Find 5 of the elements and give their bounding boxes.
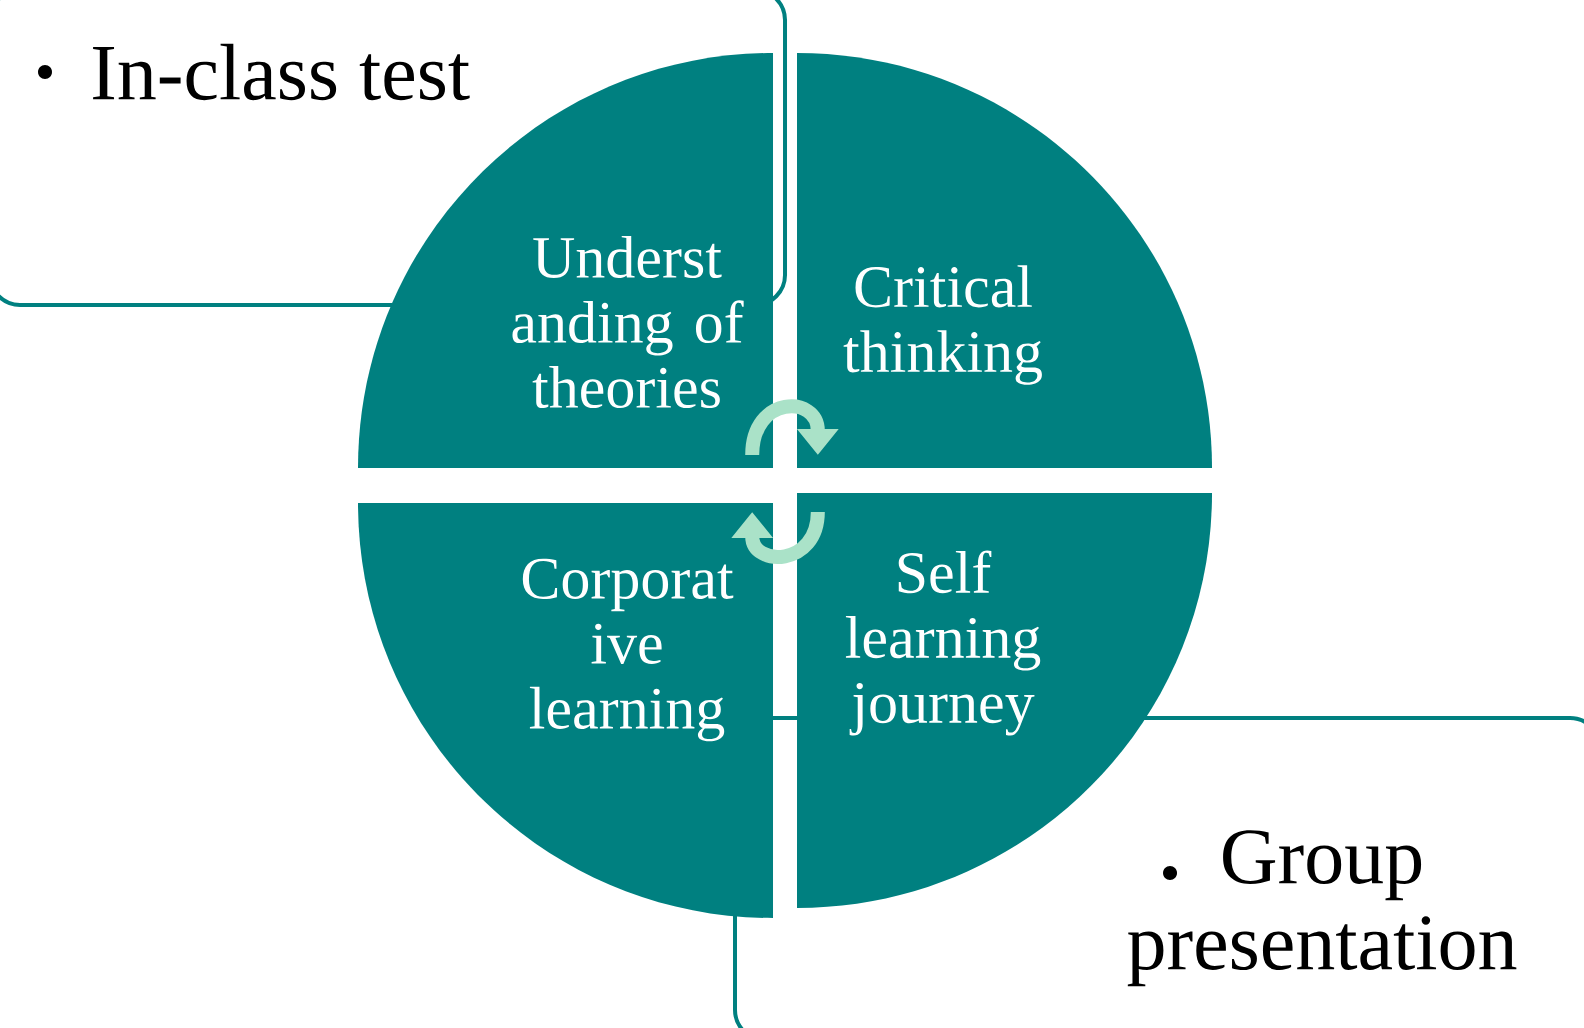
quadrant-sector: Corporat ive learning — [358, 503, 773, 918]
quadrant-sector: Critical thinking — [797, 53, 1212, 468]
curved-arrow — [731, 511, 825, 564]
curved-arrow — [745, 399, 839, 456]
quadrant-sector: Self learning journey — [797, 493, 1212, 908]
